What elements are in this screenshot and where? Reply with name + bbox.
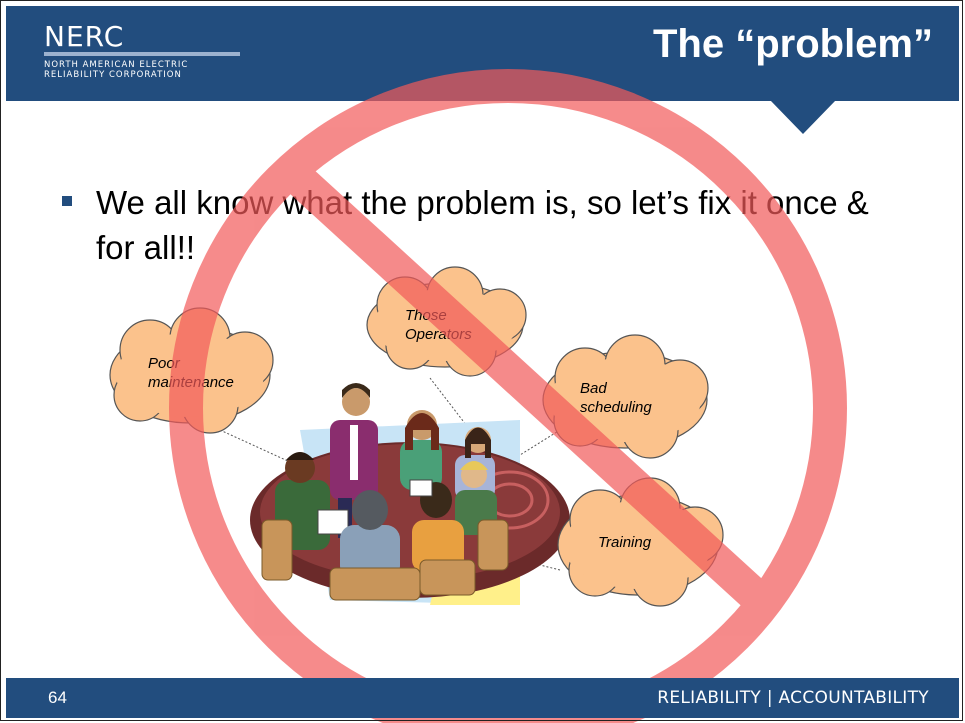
logo-subtitle-line2: RELIABILITY CORPORATION (44, 70, 182, 80)
page-number: 64 (48, 688, 67, 707)
nerc-logo: NERC (44, 20, 125, 53)
bullet-marker (62, 196, 72, 206)
seated-person-back (340, 490, 400, 580)
logo-underline (44, 52, 240, 56)
paper-sheet (409, 479, 433, 497)
footer-tagline: RELIABILITY | ACCOUNTABILITY (657, 688, 929, 708)
chairs (261, 519, 509, 601)
cloud-label-training: Training (598, 534, 652, 551)
prohibition-slash (288, 167, 772, 613)
header-notch (770, 100, 836, 134)
prohibition-sign (169, 69, 847, 723)
cloud-label-bad-scheduling-1: Bad (580, 380, 607, 397)
footer-bar (6, 678, 959, 718)
slide-title: The “problem” (652, 22, 933, 66)
cloud-label-bad-scheduling-2: scheduling (580, 399, 652, 416)
seated-person-green (400, 410, 442, 490)
prohibition-circle (169, 69, 847, 723)
logo-subtitle-line1: NORTH AMERICAN ELECTRIC (44, 60, 189, 70)
seated-person-orange (412, 482, 464, 572)
logo-subtitle: NORTH AMERICAN ELECTRIC RELIABILITY CORP… (44, 60, 188, 80)
